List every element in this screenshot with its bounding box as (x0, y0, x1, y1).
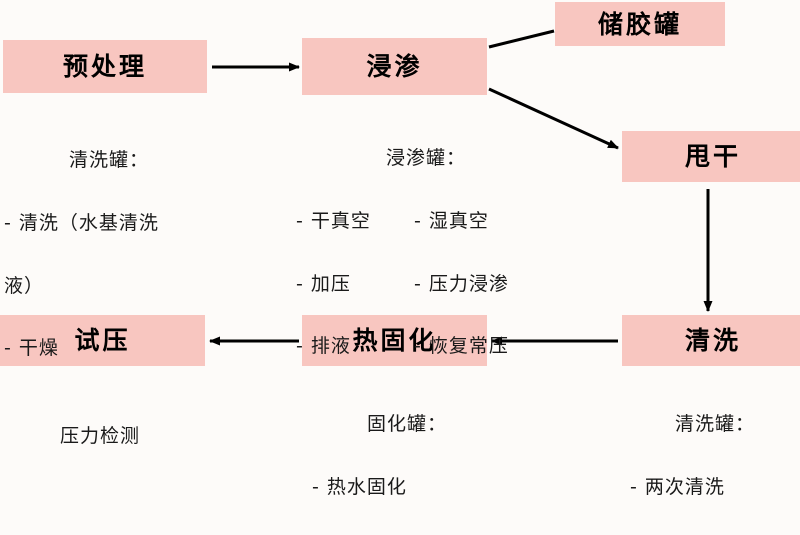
caption-impregnation-item-restore-pressure: - 恢复常压 (414, 335, 509, 358)
node-pretreatment-label: 预处理 (62, 52, 147, 81)
node-cleaning[interactable]: 清洗 (622, 315, 800, 366)
caption-pretreatment: 清洗罐： - 清洗（水基清洗 液） - 干燥 (4, 114, 214, 396)
caption-pretreatment-header: 清洗罐： (68, 149, 149, 172)
node-impregnation-label: 浸渗 (366, 52, 423, 81)
caption-thermal-curing-line-1: - 热水固化 (312, 476, 407, 499)
process-flowchart: 预处理 浸渗 储胶罐 甩干 试压 热固化 清洗 清洗罐： - 清洗（水基清洗 液… (0, 2, 800, 498)
caption-impregnation-item-drain: - 排液 (296, 335, 351, 358)
caption-cleaning: 清洗罐： - 两次清洗 (630, 378, 800, 535)
caption-impregnation: 浸渗罐： - 干真空 - 湿真空 - 加压 - 压力浸渗 - 排液 - 恢复常压 (296, 112, 556, 394)
caption-pressure-test-line-1: 压力检测 (59, 425, 140, 448)
caption-cleaning-header: 清洗罐： (674, 413, 755, 436)
node-glue-storage-tank-label: 储胶罐 (597, 9, 682, 39)
node-spin-dry-label: 甩干 (684, 142, 741, 171)
caption-impregnation-item-dry-vacuum: - 干真空 (296, 210, 371, 233)
caption-impregnation-item-wet-vacuum: - 湿真空 (414, 210, 489, 233)
caption-impregnation-row-3: - 排液 - 恢复常压 (296, 331, 556, 362)
node-pressure-test-label: 试压 (74, 326, 131, 355)
caption-thermal-curing-header: 固化罐： (366, 413, 447, 436)
node-spin-dry[interactable]: 甩干 (622, 131, 800, 182)
line-impregnation-to-gluetank (488, 29, 555, 49)
caption-impregnation-header: 浸渗罐： (385, 147, 466, 170)
node-thermal-curing[interactable]: 热固化 (302, 315, 487, 366)
caption-impregnation-item-pressurize: - 加压 (296, 272, 351, 295)
node-pretreatment[interactable]: 预处理 (3, 40, 207, 93)
caption-cleaning-line-1: - 两次清洗 (630, 476, 725, 499)
node-cleaning-label: 清洗 (684, 326, 741, 355)
node-impregnation[interactable]: 浸渗 (302, 38, 487, 95)
caption-impregnation-row-1: - 干真空 - 湿真空 (296, 206, 556, 237)
caption-impregnation-item-pressure-impregnation: - 压力浸渗 (414, 272, 509, 295)
caption-pressure-test: 压力检测 (10, 390, 190, 484)
caption-pretreatment-line-3: - 干燥 (4, 337, 59, 360)
caption-thermal-curing: 固化罐： - 热水固化 (312, 378, 502, 535)
caption-pretreatment-line-1: - 清洗（水基清洗 (4, 212, 159, 235)
node-thermal-curing-label: 热固化 (352, 326, 437, 355)
node-glue-storage-tank[interactable]: 储胶罐 (555, 2, 725, 46)
caption-impregnation-row-2: - 加压 - 压力浸渗 (296, 269, 556, 300)
node-pressure-test[interactable]: 试压 (0, 315, 205, 366)
caption-pretreatment-line-2: 液） (4, 274, 45, 297)
